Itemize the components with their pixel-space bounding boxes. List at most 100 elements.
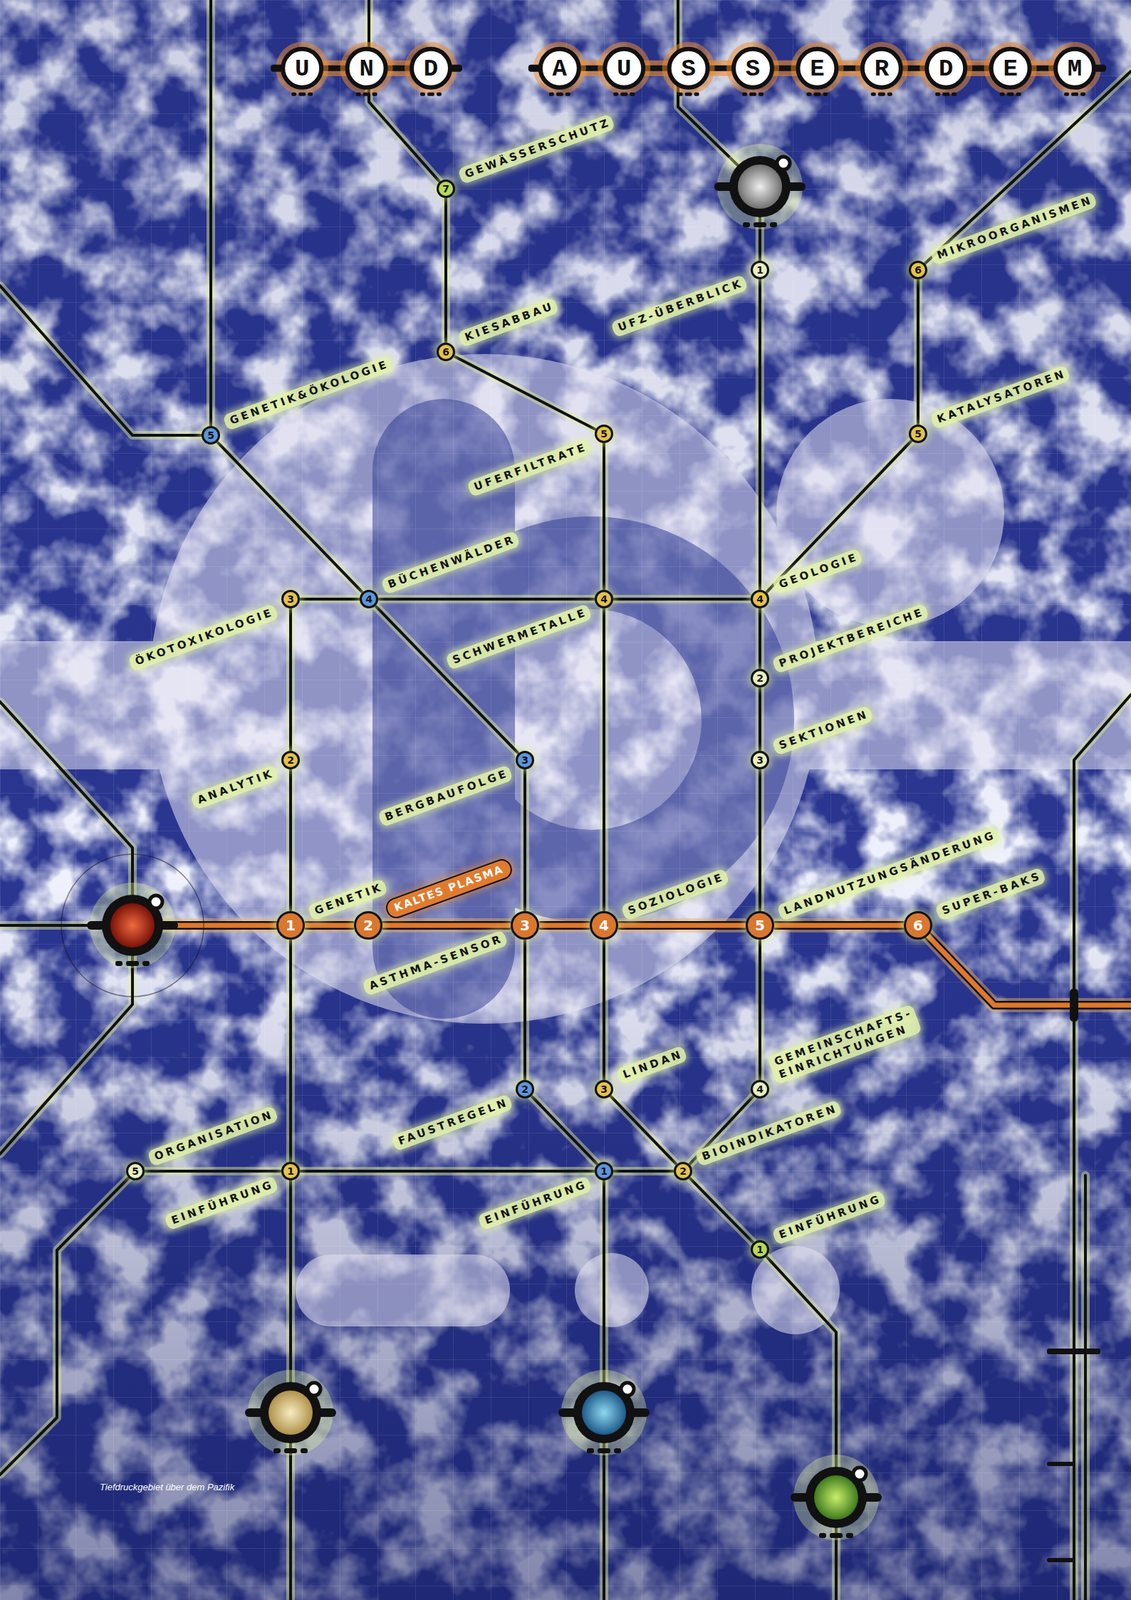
line-stroke	[375, 605, 519, 753]
line-stroke	[289, 608, 293, 751]
line-stroke	[304, 920, 354, 930]
station-number: 6	[914, 264, 922, 275]
bead-dash	[420, 92, 426, 97]
bead-dash	[629, 92, 635, 97]
line-stroke	[758, 769, 762, 911]
station-number: 5	[754, 918, 765, 933]
bead-dash	[620, 92, 628, 97]
station-circle: 4BÜCHENWÄLDER	[359, 589, 379, 609]
line-segment	[613, 598, 751, 600]
line-stroke	[602, 442, 606, 590]
line-segment	[290, 769, 292, 911]
bead-dash	[758, 92, 764, 97]
terminal-icon	[268, 1390, 313, 1435]
station-label: ASTHMA-SENSOR	[361, 929, 509, 997]
line-segment	[759, 939, 761, 1080]
line-stroke	[774, 920, 904, 930]
station-label: BÜCHENWÄLDER	[380, 530, 521, 595]
bead-dash	[678, 92, 684, 97]
station-label: SUPER-BAKS	[934, 866, 1047, 921]
bead-dash	[565, 92, 571, 97]
line-stroke	[441, 197, 451, 343]
bead-dash	[436, 92, 442, 97]
station-number: 3	[519, 918, 530, 933]
station-circle: 1EINFÜHRUNG	[750, 1239, 770, 1259]
station-circle: 2BIOINDIKATOREN	[673, 1161, 693, 1181]
line-stroke	[758, 608, 762, 669]
line-stroke	[382, 920, 511, 930]
station-label: GEMEINSCHAFTS- EINRICHTUNGEN	[767, 1003, 924, 1085]
track-ticks	[1046, 1557, 1075, 1562]
line-stroke	[758, 687, 762, 751]
bead-dash	[951, 92, 957, 97]
bead-dash	[942, 92, 950, 97]
station-number: 2	[287, 754, 295, 765]
bead-dash	[999, 92, 1005, 97]
bead-dash	[813, 92, 821, 97]
terminal-icon	[61, 143, 882, 1540]
line-segment	[454, 356, 597, 430]
line-stroke	[755, 608, 765, 669]
track-ticks	[1069, 988, 1079, 1022]
line-segment	[918, 279, 919, 425]
station-number: 5	[131, 1165, 139, 1176]
station-circle: 5UFERFILTRATE	[594, 424, 614, 443]
station-circle: 2ANALYTIK	[281, 750, 300, 770]
track-ticks	[1046, 1348, 1101, 1354]
station-number: 2	[679, 1165, 687, 1176]
line-stroke	[613, 1166, 674, 1176]
line-stroke	[144, 1169, 282, 1173]
line-stroke	[454, 356, 597, 430]
station-label: ÖKOTOXIKOLOGIE	[127, 603, 279, 672]
line-segment	[378, 598, 595, 600]
station-number: 2	[756, 673, 764, 684]
line-stroke	[531, 1095, 598, 1164]
line-stroke	[618, 923, 746, 929]
track-ticks	[1046, 1461, 1075, 1466]
terminal-icon	[110, 903, 155, 948]
station-label: EINFÜHRUNG	[477, 1175, 593, 1231]
station-number: 1	[600, 1165, 608, 1176]
station-number: 5	[914, 428, 922, 439]
bead-dash	[1071, 92, 1079, 97]
station-circle: 4GEMEINSCHAFTS- EINRICHTUNGEN	[750, 1079, 770, 1099]
line-stroke	[286, 608, 295, 751]
line-stroke	[774, 923, 904, 929]
line-segment	[217, 441, 363, 592]
station-label: UFERFILTRATE	[466, 438, 593, 498]
line-stroke	[286, 939, 295, 1162]
line-stroke	[755, 279, 765, 590]
station-circle: 5GENETIK&ÖKOLOGIE	[201, 425, 221, 445]
station-circle: 1EINFÜHRUNG	[281, 1161, 300, 1181]
line-stroke	[599, 442, 609, 590]
station-circle: 3SEKTIONEN	[750, 750, 770, 770]
bead-dash	[298, 92, 306, 97]
line-stroke	[599, 608, 609, 911]
station-circle: 4SCHWERMETALLE	[594, 589, 614, 609]
line-stroke	[304, 923, 354, 929]
terminal-icon	[558, 1369, 650, 1456]
bead-dash	[749, 92, 757, 97]
station-number: 2	[521, 1083, 529, 1094]
line-stroke	[689, 1177, 754, 1243]
line-stroke	[758, 939, 762, 1080]
line-stroke	[299, 597, 360, 601]
line-stroke	[531, 1095, 598, 1164]
line-segment	[290, 608, 292, 751]
line-stroke	[286, 769, 295, 911]
station-number: 3	[287, 593, 295, 604]
line-segment	[759, 769, 761, 911]
line-segment	[531, 1095, 598, 1164]
line-stroke	[289, 769, 293, 911]
line-stroke	[299, 1169, 595, 1173]
station-label: MIKROORGANISMEN	[929, 190, 1099, 266]
bead-dash	[1064, 92, 1070, 97]
line-stroke	[304, 918, 354, 933]
terminal-icon	[581, 1390, 627, 1435]
station-number: 6	[913, 918, 924, 933]
bead-dash	[694, 92, 700, 97]
line-stroke	[378, 597, 595, 601]
bead-dash	[307, 92, 313, 97]
